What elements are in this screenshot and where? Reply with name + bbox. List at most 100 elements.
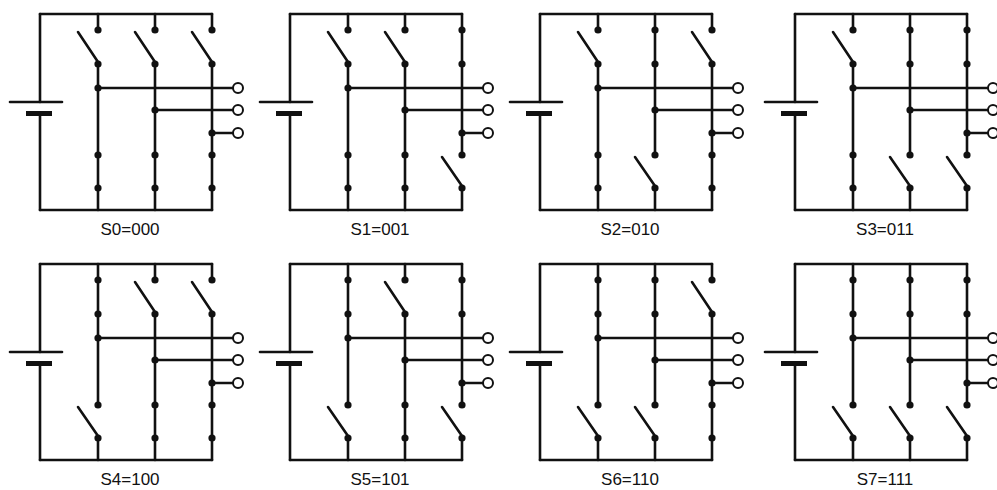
output-terminal xyxy=(733,333,743,343)
battery-symbol xyxy=(276,111,302,116)
output-terminal xyxy=(988,83,997,93)
output-wire xyxy=(155,109,233,112)
leg-wire xyxy=(97,314,100,405)
closed-switch xyxy=(966,30,969,64)
closed-switch xyxy=(154,405,157,438)
leg-wire xyxy=(852,64,855,155)
leg-wire xyxy=(404,188,407,210)
output-wire xyxy=(910,109,988,112)
output-terminal xyxy=(483,355,493,365)
output-terminal xyxy=(733,83,743,93)
output-terminal xyxy=(233,128,243,138)
output-terminal xyxy=(988,128,997,138)
battery-symbol xyxy=(510,101,562,104)
dc-wire xyxy=(39,114,42,210)
dc-wire xyxy=(794,264,797,352)
dc-wire xyxy=(539,14,542,102)
state-label: S4=100 xyxy=(98,470,161,490)
junction-dot xyxy=(94,26,101,33)
junction-dot xyxy=(708,276,715,283)
dc-rail xyxy=(795,459,967,462)
dc-wire xyxy=(289,114,292,210)
output-terminal xyxy=(483,378,493,388)
battery-symbol xyxy=(276,361,302,366)
open-switch xyxy=(890,157,910,186)
leg-wire xyxy=(852,438,855,460)
junction-dot xyxy=(344,401,351,408)
open-switch xyxy=(385,282,405,312)
output-wire xyxy=(910,359,988,362)
leg-wire xyxy=(461,188,464,210)
dc-rail xyxy=(290,13,462,16)
closed-switch xyxy=(597,155,600,188)
dc-wire xyxy=(539,364,542,460)
leg-wire xyxy=(966,438,969,460)
output-terminal xyxy=(733,355,743,365)
closed-switch xyxy=(97,280,100,314)
junction-dot xyxy=(906,401,913,408)
closed-switch xyxy=(154,155,157,188)
junction-dot xyxy=(458,151,465,158)
output-wire xyxy=(212,132,233,135)
output-terminal xyxy=(483,83,493,93)
leg-wire xyxy=(461,64,464,155)
leg-wire xyxy=(597,64,600,155)
output-wire xyxy=(212,382,233,385)
output-wire xyxy=(462,382,483,385)
state-label: S5=101 xyxy=(348,470,411,490)
battery-symbol xyxy=(10,351,62,354)
output-terminal xyxy=(233,355,243,365)
output-wire xyxy=(712,132,733,135)
open-switch xyxy=(635,157,655,186)
dc-rail xyxy=(540,13,712,16)
junction-dot xyxy=(651,151,658,158)
leg-wire xyxy=(711,188,714,210)
state-label: S2=010 xyxy=(598,220,661,240)
dc-rail xyxy=(540,263,712,266)
battery-symbol xyxy=(526,361,552,366)
leg-wire xyxy=(347,64,350,155)
junction-dot xyxy=(849,401,856,408)
closed-switch xyxy=(404,405,407,438)
battery-symbol xyxy=(526,111,552,116)
dc-rail xyxy=(40,459,212,462)
battery-symbol xyxy=(10,101,62,104)
output-terminal xyxy=(988,333,997,343)
closed-switch xyxy=(461,280,464,314)
closed-switch xyxy=(852,280,855,314)
leg-wire xyxy=(966,64,969,155)
closed-switch xyxy=(711,405,714,438)
open-switch xyxy=(947,157,967,186)
dc-wire xyxy=(794,14,797,102)
battery-symbol xyxy=(781,361,807,366)
junction-dot xyxy=(849,26,856,33)
battery-symbol xyxy=(781,111,807,116)
leg-wire xyxy=(909,188,912,210)
battery-symbol xyxy=(26,111,52,116)
open-switch xyxy=(442,407,462,436)
leg-wire xyxy=(711,64,714,155)
output-wire xyxy=(155,359,233,362)
junction-dot xyxy=(708,26,715,33)
open-switch xyxy=(578,32,598,62)
open-switch xyxy=(692,32,712,62)
leg-wire xyxy=(461,314,464,405)
output-terminal xyxy=(988,355,997,365)
closed-switch xyxy=(909,280,912,314)
dc-wire xyxy=(289,14,292,102)
leg-wire xyxy=(211,188,214,210)
output-terminal xyxy=(233,105,243,115)
dc-wire xyxy=(289,364,292,460)
dc-rail xyxy=(40,209,212,212)
battery-symbol xyxy=(510,351,562,354)
state-label: S0=000 xyxy=(98,220,161,240)
output-terminal xyxy=(988,105,997,115)
junction-dot xyxy=(151,26,158,33)
open-switch xyxy=(135,282,155,312)
junction-dot xyxy=(963,401,970,408)
leg-wire xyxy=(654,188,657,210)
leg-wire xyxy=(154,438,157,460)
leg-wire xyxy=(966,188,969,210)
junction-dot xyxy=(344,26,351,33)
